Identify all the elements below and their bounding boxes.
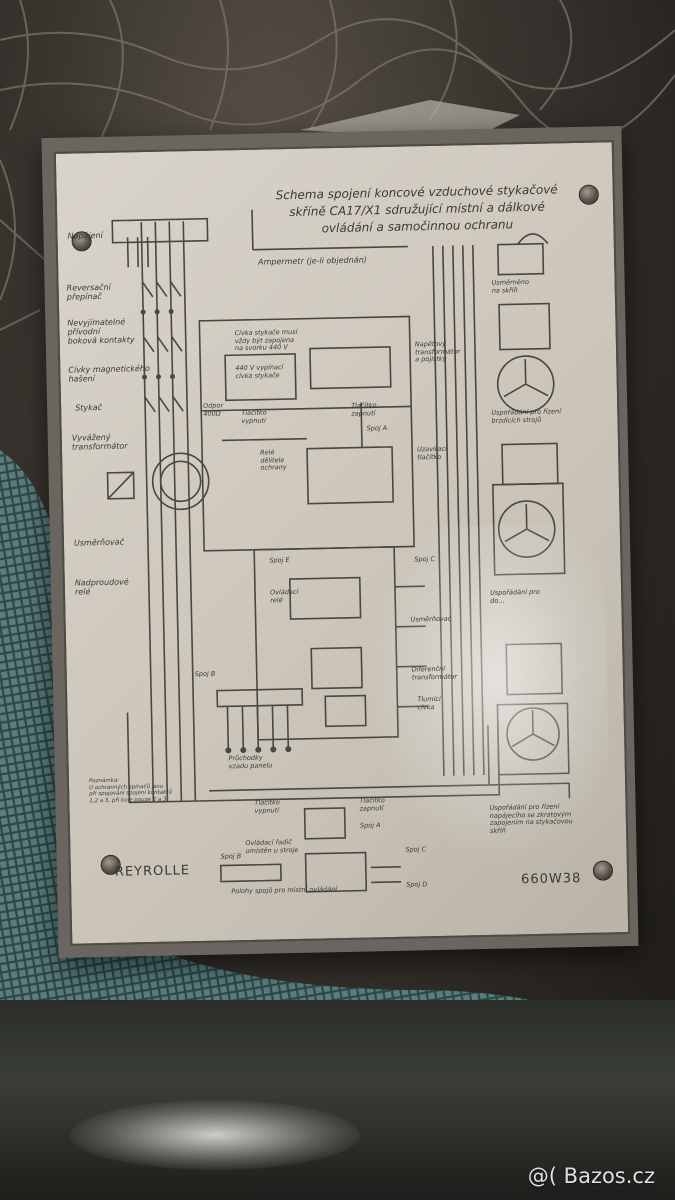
label-usmernovac: Usměrňovač (73, 537, 125, 548)
label-vypinaci: 440 V vypínací cívka stykače (235, 363, 284, 380)
label-nevyjimatelne: Nevyjímatelné přívodní boková kontakty (67, 317, 135, 346)
label-spoj-a-2: Spoj A (359, 821, 381, 830)
label-poznamka: Poznámka: U ochranných spínačů jsou při … (88, 777, 173, 804)
label-usporadani-do: Uspořádání pro do... (490, 587, 540, 605)
wiring-diagram-plate: Schema spojení koncové vzduchové stykačo… (41, 126, 639, 958)
label-spoj-c-top: Spoj C (414, 555, 436, 564)
label-rele-delitele: Relé dělitele ochrany (260, 448, 287, 472)
label-tlacitko-vypnuti: Tlačítko vypnutí (241, 408, 267, 425)
diagram-panel: Schema spojení koncové vzduchové stykačo… (53, 140, 631, 946)
schematic-drawing (106, 209, 571, 893)
label-napetovy: Napěťový transformátor a pojistky (414, 339, 461, 364)
label-spoj-b-2: Spoj B (220, 852, 242, 861)
label-usmerneno: Usměrněno na skříň (491, 277, 530, 295)
label-ovladaci-radic: Ovládací řadič umístěn u stroje (245, 838, 299, 855)
label-napajeni: Napájení (67, 230, 103, 241)
label-uzaviraci: Uzavírací tlačítko (416, 444, 447, 461)
label-spoj-e: Spoj E (269, 556, 290, 565)
light-glare (70, 1100, 360, 1170)
label-usmernovac-2: Usměrňovač (410, 614, 452, 624)
ground-shadow (0, 1000, 675, 1200)
label-tlacitko-vypnuti-2: Tlačítko vypnutí (254, 798, 280, 815)
label-stykac: Stykač (75, 402, 103, 413)
label-vyvazeny: Vyvážený transformátor (71, 432, 128, 452)
glass-reflection (363, 522, 611, 868)
label-usporadani-rizeni: Uspořádání pro řízení brzdících strojů (491, 407, 562, 425)
label-usporadani-rizeni-2: Uspořádání pro řízení napájecího se zkra… (489, 802, 573, 835)
label-spoj-d: Spoj D (406, 880, 428, 889)
label-tlacitko-zapnuti: Tlačítko zapnutí (351, 401, 377, 418)
label-spoj-a: Spoj A (366, 423, 388, 433)
drawing-code: 660W38 (520, 871, 582, 888)
label-ovladaci-rele: Ovládací relé (269, 587, 299, 604)
label-civka-stykace: Cívka stykače musí vždy být zapojena na … (234, 327, 298, 353)
label-reversacni: Reversační přepínač (66, 282, 111, 302)
label-tlacitko-zapnuti-2: Tlačítko zapnutí (359, 796, 385, 813)
label-prichodky: Průchodky vzadu panelu (228, 753, 273, 770)
diagram-title: Schema spojení koncové vzduchové stykačo… (247, 181, 588, 239)
label-tlumici: Tlumící cívka (417, 694, 441, 711)
label-spoj-c: Spoj C (405, 845, 427, 854)
label-diferencni: Diferenční transformátor (411, 664, 458, 682)
label-nadproudove: Nadproudové relé (74, 577, 129, 597)
label-odpor: Odpor 400Ω (203, 401, 224, 418)
label-spoj-b: Spoj B (194, 669, 216, 679)
bazos-watermark: @( Bazos.cz (527, 1164, 655, 1188)
label-civky: Cívky magnetického hašení (68, 363, 150, 384)
brand-reyrolle: REYROLLE (114, 863, 191, 880)
